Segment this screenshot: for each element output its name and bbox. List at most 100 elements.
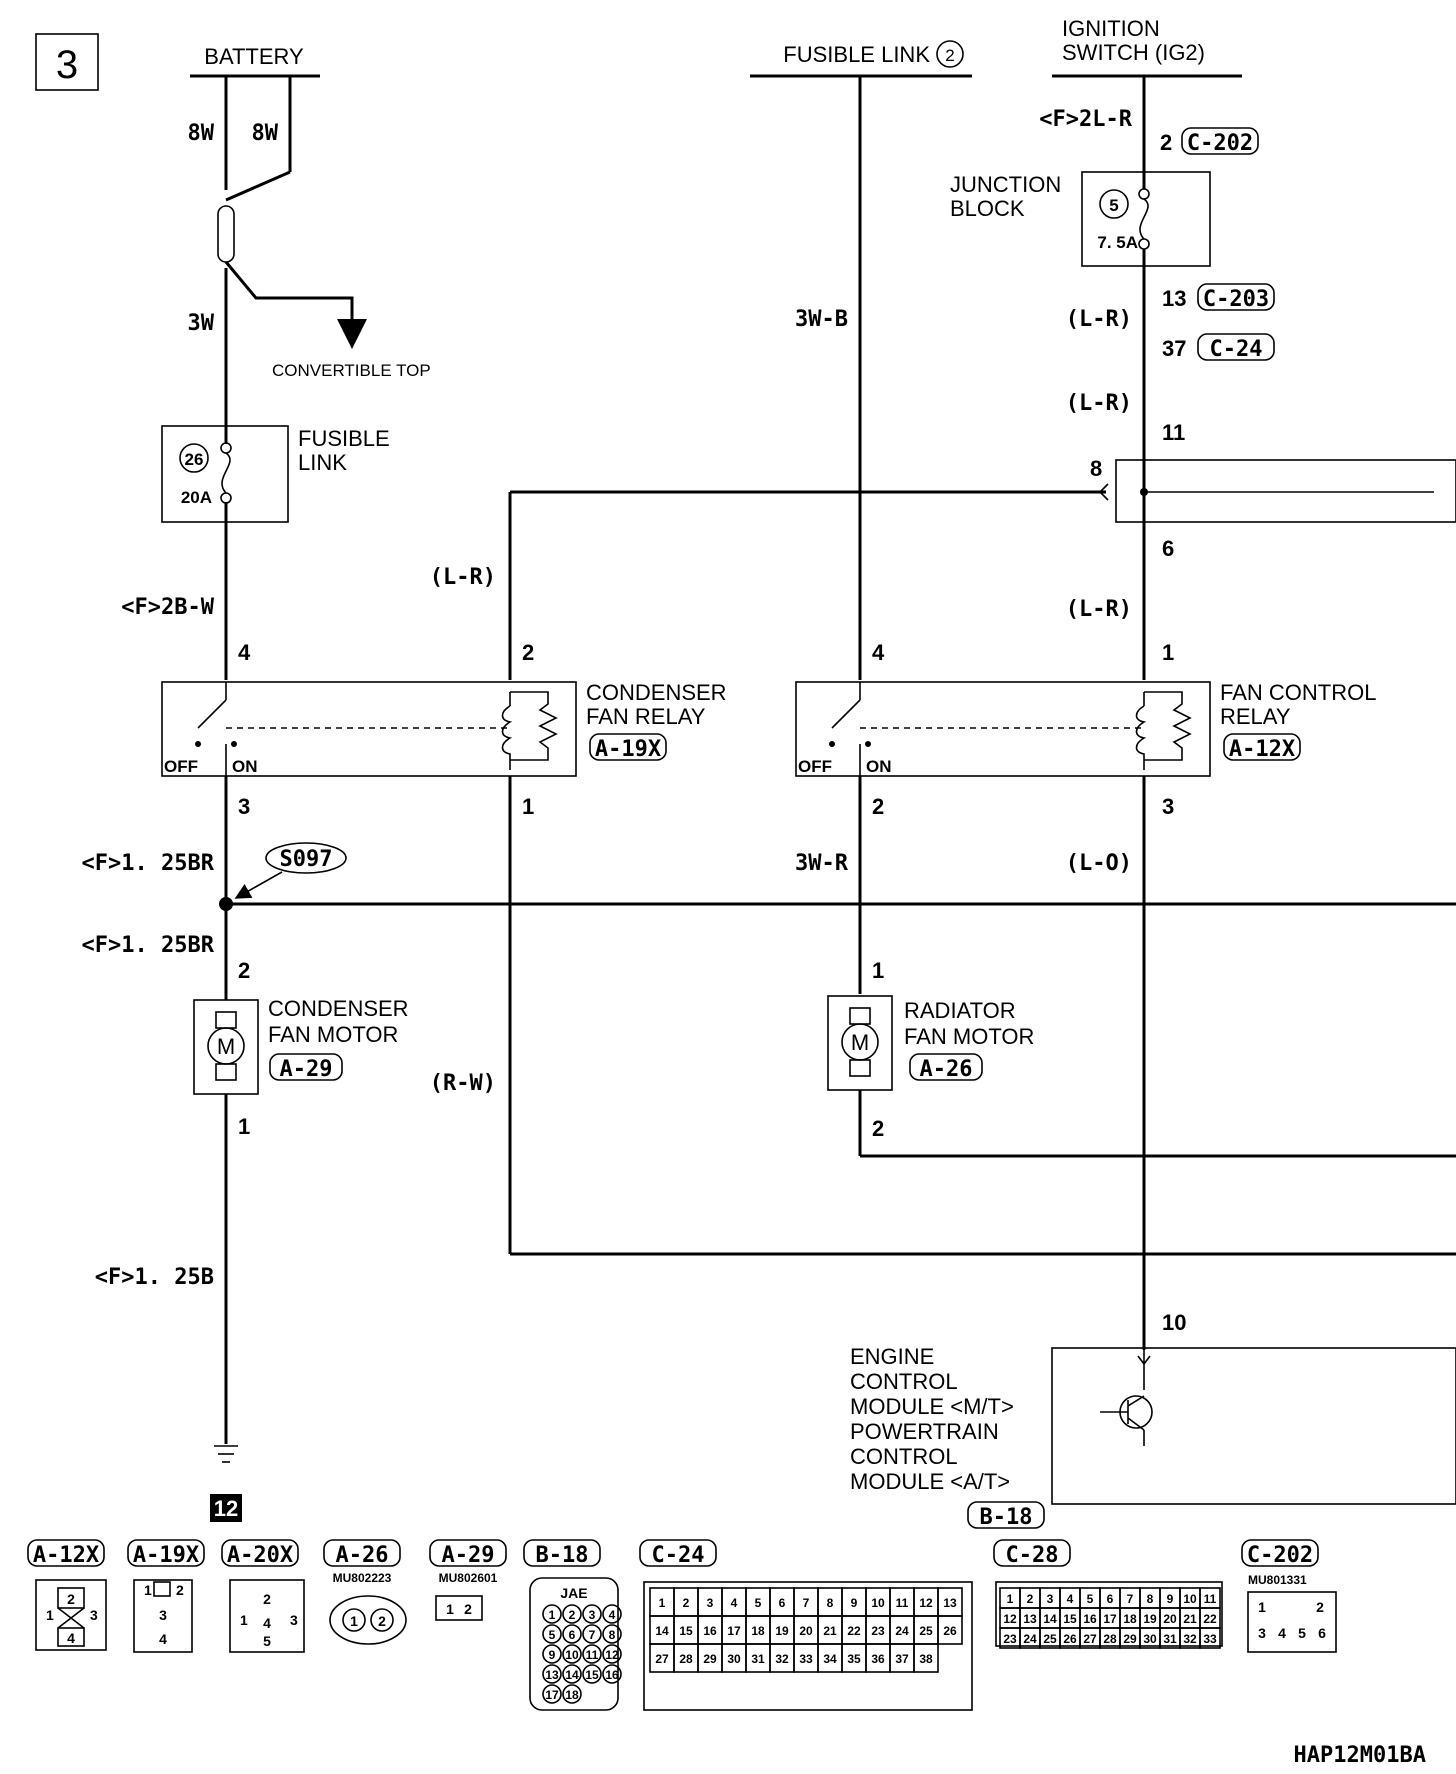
pin-label: 15 [1063,1612,1077,1626]
svg-text:3: 3 [1258,1625,1266,1641]
svg-text:ON: ON [232,757,258,776]
battery-source: BATTERY [190,44,320,78]
pin-cell [562,1624,582,1644]
svg-text:<F>2L-R: <F>2L-R [1039,107,1132,132]
pin-cell [582,1644,602,1664]
pin-label: 5 [1087,1592,1094,1606]
pin-label: 29 [703,1652,717,1666]
pin-cell [602,1624,622,1644]
svg-text:5: 5 [1298,1625,1306,1641]
svg-text:1: 1 [46,1607,54,1623]
svg-text:37: 37 [1162,336,1186,361]
pin-label: 8 [1147,1592,1154,1606]
pin-label: 22 [847,1624,861,1638]
pin-label: 19 [775,1624,789,1638]
connector-c202: C-202 MU801331 1 2 3 4 5 6 [1241,1539,1337,1653]
pin-label: 3 [1047,1592,1054,1606]
svg-text:1: 1 [350,1613,358,1629]
pin-label: 10 [565,1648,579,1662]
svg-text:ENGINE: ENGINE [850,1344,934,1369]
svg-text:RELAY: RELAY [1220,704,1291,729]
svg-text:IGNITION: IGNITION [1062,16,1160,41]
pin-label: 17 [545,1688,559,1702]
pin-label: 25 [919,1624,933,1638]
svg-text:6: 6 [1318,1625,1326,1641]
pin-label: 17 [727,1624,741,1638]
svg-text:MODULE <A/T>: MODULE <A/T> [850,1469,1010,1494]
pin-label: 3 [589,1608,596,1622]
pin-label: 26 [943,1624,957,1638]
pin-cell [1199,1627,1221,1649]
pin-label: 22 [1203,1612,1217,1626]
svg-text:4: 4 [159,1631,167,1647]
svg-text:C-202: C-202 [1187,131,1253,156]
pin-label: 27 [655,1652,669,1666]
svg-text:LINK: LINK [298,450,347,475]
pin-label: 7 [803,1596,810,1610]
svg-text:4: 4 [872,640,885,665]
pin-label: 6 [569,1628,576,1642]
svg-text:FAN MOTOR: FAN MOTOR [904,1024,1034,1049]
svg-text:CONDENSER: CONDENSER [586,680,727,705]
svg-text:MU802601: MU802601 [439,1571,498,1585]
page-number-box: 3 [35,33,99,91]
connector-a12x: A-12X 2 1 3 4 [27,1539,107,1651]
svg-text:10: 10 [1162,1310,1186,1335]
pin-label: 32 [1183,1632,1197,1646]
pin-label: 12 [1003,1612,1017,1626]
svg-text:3W: 3W [188,311,215,336]
svg-text:2: 2 [263,1591,271,1607]
pin-cell [542,1664,562,1684]
pin-label: 1 [549,1608,556,1622]
fusible-link-2-source: FUSIBLE LINK 2 [750,40,972,78]
pin-label: 38 [919,1652,933,1666]
pin-label: 8 [609,1628,616,1642]
svg-text:M: M [851,1030,869,1055]
pin-label: 11 [586,1648,599,1662]
pin-label: 34 [823,1652,837,1666]
pin-label: 37 [895,1652,909,1666]
pin-label: 14 [655,1624,669,1638]
pin-label: 11 [896,1596,909,1610]
connector-tag-c203: C-203 [1197,283,1275,312]
svg-text:<F>1. 25BR: <F>1. 25BR [82,851,215,876]
svg-text:6: 6 [1162,536,1174,561]
svg-text:2: 2 [1316,1599,1324,1615]
svg-text:M: M [217,1034,235,1059]
svg-text:BATTERY: BATTERY [204,44,304,69]
pin-label: 28 [1103,1632,1117,1646]
pin-label: 16 [1083,1612,1097,1626]
svg-text:(L-R): (L-R) [1066,597,1132,622]
svg-text:2: 2 [378,1613,386,1629]
svg-text:7. 5A: 7. 5A [1097,233,1138,252]
pin-label: 2 [569,1608,576,1622]
svg-text:C-24: C-24 [652,1543,705,1568]
pin-label: 19 [1143,1612,1157,1626]
connector-a19x: A-19X 1 2 3 4 [127,1539,205,1653]
svg-text:3W-B: 3W-B [795,307,848,332]
pin-cell [602,1644,622,1664]
pin-label: 2 [683,1596,690,1610]
pin-label: 14 [1043,1612,1057,1626]
svg-text:5: 5 [1109,196,1118,215]
pin-label: 35 [847,1652,861,1666]
pin-label: 18 [751,1624,765,1638]
pin-label: 17 [1103,1612,1117,1626]
svg-text:JAE: JAE [560,1585,587,1601]
svg-text:8: 8 [1090,456,1102,481]
svg-text:(L-R): (L-R) [1066,391,1132,416]
svg-text:POWERTRAIN: POWERTRAIN [850,1419,999,1444]
svg-text:OFF: OFF [798,757,832,776]
pin-label: 26 [1063,1632,1077,1646]
pin-label: 13 [1023,1612,1037,1626]
connector-tag-c202: C-202 [1181,127,1259,156]
svg-text:A-29: A-29 [280,1057,333,1082]
svg-text:8W: 8W [188,121,215,146]
pin-cell [542,1604,562,1624]
pin-cell [542,1624,562,1644]
pin-label: 18 [1123,1612,1137,1626]
svg-text:A-12X: A-12X [1229,737,1295,762]
pin-cell [562,1664,582,1684]
